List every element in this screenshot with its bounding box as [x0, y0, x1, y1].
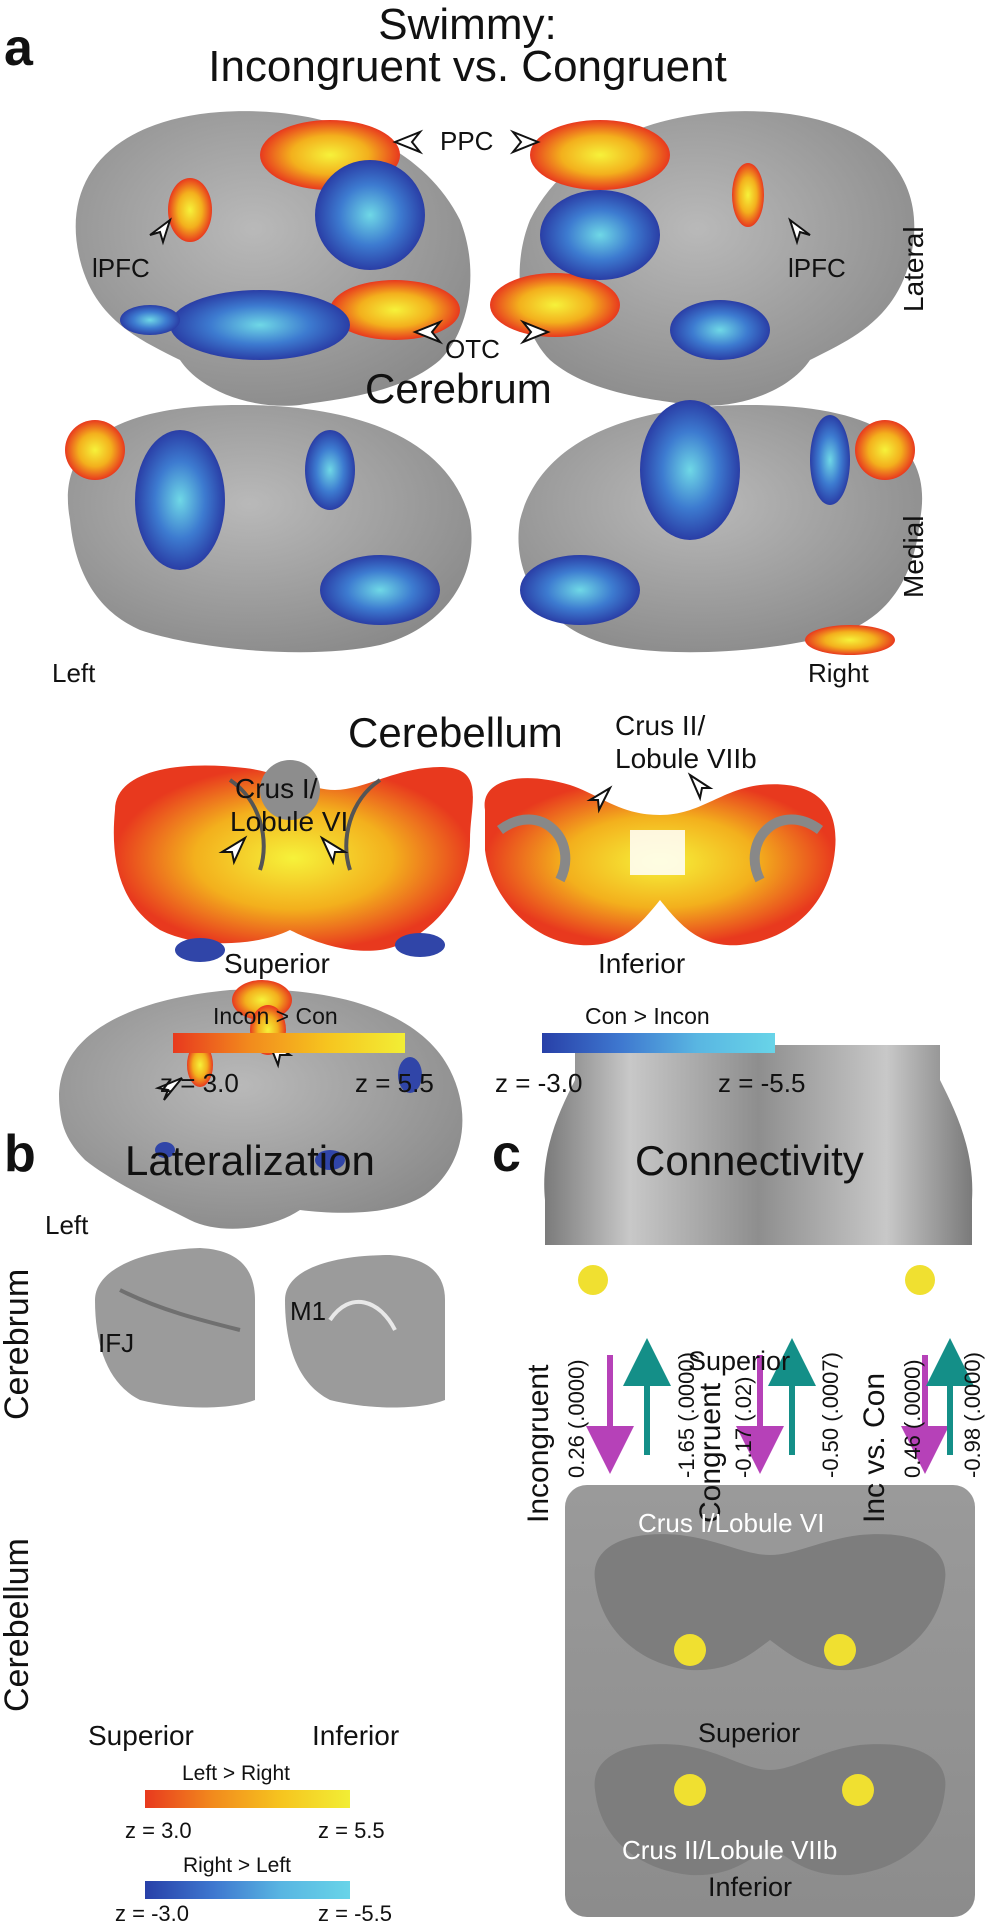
label-left-a: Left: [52, 658, 96, 688]
label-cerebellum-b: Cerebellum: [0, 1538, 36, 1712]
label-lpfc-c: lPFC: [720, 1265, 778, 1295]
label-right-a: Right: [808, 658, 869, 688]
colorbar-cool-max-a: z = -5.5: [718, 1068, 806, 1098]
panel-a-title-line1: Swimmy:: [378, 0, 557, 49]
label-m1: M1: [290, 1296, 327, 1326]
colorbar-cool-min-b: z = -3.0: [115, 1901, 189, 1926]
label-lateral: Lateral: [898, 226, 929, 312]
colorbar-warm-max-b: z = 5.5: [318, 1818, 385, 1843]
label-crus2-line2: Lobule VIIb: [615, 743, 757, 774]
colorbar-cool-b: [145, 1881, 350, 1899]
condition-2-down-stat: 0.46 (.0000): [900, 1359, 925, 1478]
label-crus2-c: Crus II/Lobule VIIb: [622, 1835, 838, 1865]
seed-crus2-right: [842, 1774, 874, 1806]
condition-name-0: Incongruent: [522, 1364, 555, 1523]
colorbar-warm-a: [173, 1033, 405, 1053]
label-cerebellum-a: Cerebellum: [348, 709, 563, 756]
panel-a-title-line2: Incongruent vs. Congruent: [208, 42, 727, 91]
colorbar-cool-min-a: z = -3.0: [495, 1068, 583, 1098]
pointer-crus1-right: [319, 835, 349, 866]
pointer-ppc-right: [509, 129, 541, 155]
seed-lpfc-left: [578, 1265, 608, 1295]
label-ifj: IFJ: [98, 1328, 135, 1358]
label-lpfc-right: lPFC: [788, 253, 846, 283]
cerebellum-inferior: [484, 778, 836, 946]
label-inferior-c: Inferior: [708, 1872, 793, 1902]
seed-crus1-right: [824, 1634, 856, 1666]
label-lpfc-left: lPFC: [92, 253, 150, 283]
panel-letter-c: c: [492, 1125, 521, 1183]
label-superior-b: Superior: [88, 1720, 194, 1751]
pointer-crus2-left: [586, 785, 613, 814]
connectivity-arrows: [586, 1338, 974, 1474]
condition-0-down-stat: 0.26 (.0000): [564, 1359, 589, 1478]
pointer-ppc-left: [392, 129, 424, 155]
pointer-crus2-right: [687, 772, 714, 802]
colorbar-cool-max-b: z = -5.5: [318, 1901, 392, 1926]
colorbar-warm-label-b: Left > Right: [182, 1762, 290, 1785]
cerebellum-lateralization-superior: [95, 1248, 255, 1408]
label-crus1-c: Crus I/Lobule VI: [638, 1508, 825, 1538]
pointer-lpfc-left: [149, 217, 172, 246]
brain-lateral-right: [490, 111, 915, 406]
colorbar-warm-b: [145, 1790, 350, 1808]
label-crus1-line1: Crus I/: [235, 773, 318, 804]
condition-name-1: Congruent: [694, 1382, 727, 1523]
seed-lpfc-right: [905, 1265, 935, 1295]
label-crus2-line1: Crus II/: [615, 710, 706, 741]
label-inferior-b: Inferior: [312, 1720, 400, 1751]
seed-crus1-left: [674, 1634, 706, 1666]
colorbar-warm-min-b: z = 3.0: [125, 1818, 192, 1843]
pointer-ifj: [154, 1077, 183, 1101]
connectivity-cortex-surface: [544, 1045, 973, 1245]
label-ppc: PPC: [440, 126, 494, 156]
colorbar-cool-label-b: Right > Left: [183, 1854, 291, 1877]
colorbar-warm-label-a: Incon > Con: [213, 1003, 338, 1029]
brain-medial-right: [518, 400, 923, 655]
condition-1-up-stat: -0.50 (.0007): [818, 1352, 843, 1478]
condition-2-up-stat: -0.98 (.0000): [960, 1352, 985, 1478]
panel-b-title: Lateralization: [125, 1137, 375, 1184]
label-medial: Medial: [898, 515, 929, 598]
label-superior-a: Superior: [224, 948, 330, 979]
pointer-otc-right: [519, 319, 551, 345]
condition-name-2: Inc vs. Con: [858, 1372, 891, 1523]
pointer-crus1-left: [218, 835, 248, 866]
colorbar-warm-min-a: z = 3.0: [160, 1068, 239, 1098]
pointer-arrowheads: [149, 129, 811, 1101]
colorbar-cool-a: [542, 1033, 775, 1053]
label-superior-c-top: Superior: [688, 1346, 791, 1376]
pointer-lpfc-right: [788, 217, 811, 246]
label-cerebrum-a: Cerebrum: [365, 365, 552, 412]
brain-lateral-left: [75, 111, 471, 406]
cerebellum-lateralization-inferior: [285, 1255, 445, 1408]
colorbar-cool-label-a: Con > Incon: [585, 1003, 710, 1029]
colorbar-warm-max-a: z = 5.5: [355, 1068, 434, 1098]
seed-crus2-left: [674, 1774, 706, 1806]
panel-c-title: Connectivity: [635, 1137, 864, 1184]
panel-letter-a: a: [4, 19, 33, 77]
pointer-otc-left: [412, 319, 444, 345]
cerebellum-superior: [113, 760, 473, 962]
brain-medial-left: [65, 405, 472, 653]
panel-letter-b: b: [4, 1125, 36, 1183]
label-inferior-a: Inferior: [598, 948, 686, 979]
label-left-b: Left: [45, 1210, 89, 1240]
label-crus1-line2: Lobule VI: [230, 806, 349, 837]
label-cerebrum-b: Cerebrum: [0, 1268, 36, 1420]
label-superior-c-bottom: Superior: [698, 1718, 801, 1748]
condition-1-down-stat: -0.17 (.02): [731, 1376, 756, 1479]
label-otc: OTC: [445, 334, 500, 364]
